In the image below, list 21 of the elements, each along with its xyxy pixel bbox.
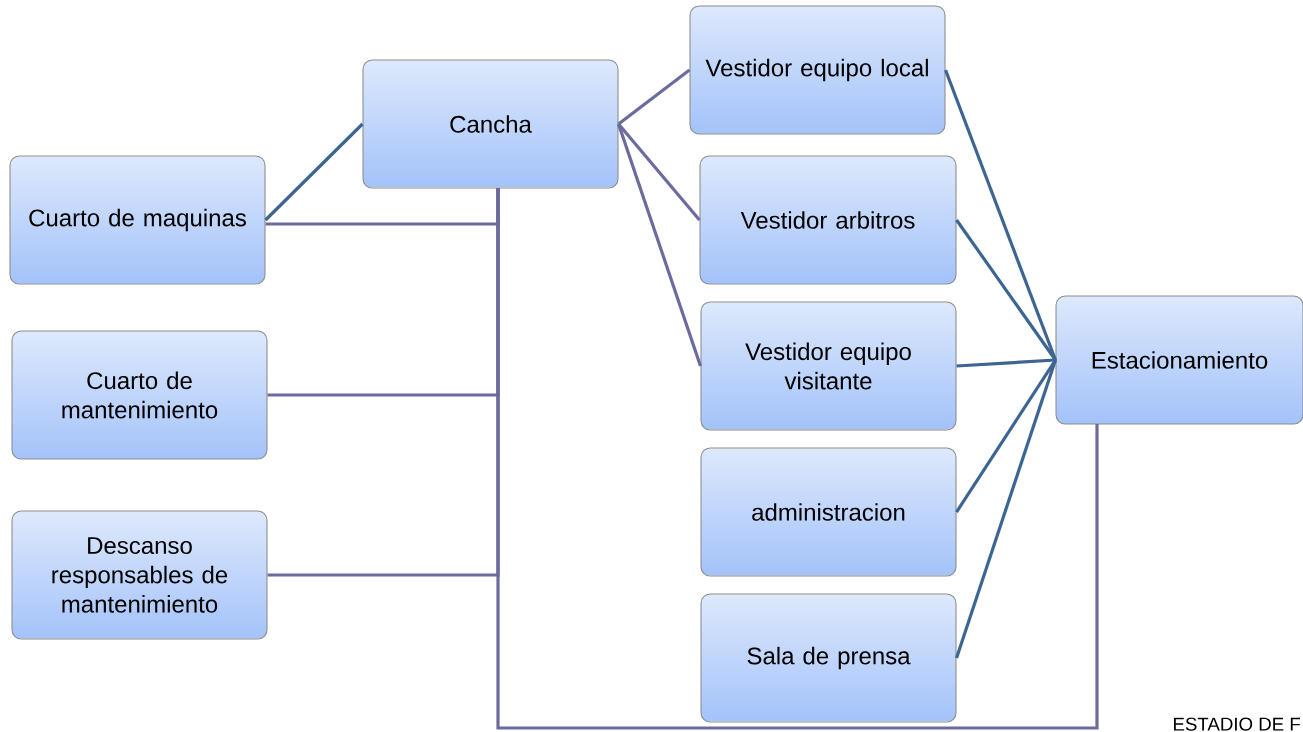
room-box: Descanso responsables de mantenimiento bbox=[11, 510, 268, 640]
connector-line bbox=[617, 123, 702, 367]
connector-line bbox=[264, 122, 364, 222]
connector-line bbox=[956, 358, 1056, 368]
room-box: Vestidor equipo visitante bbox=[700, 301, 957, 431]
room-box: Estacionamiento bbox=[1055, 295, 1303, 425]
connector-line bbox=[496, 188, 1099, 730]
room-box: Cancha bbox=[362, 59, 619, 189]
connector-line bbox=[617, 68, 691, 126]
connector-line bbox=[617, 122, 701, 222]
room-box: Cuarto de mantenimiento bbox=[11, 330, 268, 460]
connector-line bbox=[955, 359, 1057, 513]
connector-line bbox=[944, 69, 1057, 361]
connector-line bbox=[955, 219, 1057, 361]
room-box: Cuarto de maquinas bbox=[9, 155, 266, 285]
connector-line bbox=[955, 359, 1057, 659]
room-box: Vestidor arbitros bbox=[699, 155, 957, 285]
room-box: administracion bbox=[700, 447, 957, 577]
room-box: Vestidor equipo local bbox=[689, 5, 946, 135]
room-box: Sala de prensa bbox=[700, 593, 957, 723]
corner-note: ESTADIO DE F bbox=[1174, 717, 1300, 731]
